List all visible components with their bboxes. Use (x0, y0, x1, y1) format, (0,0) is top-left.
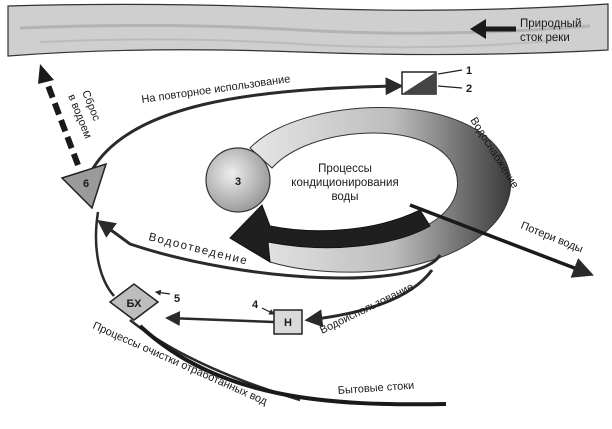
center-label-line2: кондиционирования (291, 177, 398, 189)
callout-5-leader (156, 292, 170, 294)
callout-2-leader (438, 86, 462, 88)
water-use-label: Водоиспользование (318, 281, 415, 337)
treatment-label: Процессы очистки отработанных вод (91, 320, 270, 408)
callout-1: 1 (466, 65, 472, 77)
intake-structure (402, 72, 436, 94)
callout-4: 4 (252, 299, 259, 311)
household-wastewater-label: Бытовые стоки (337, 380, 414, 397)
river-band (8, 4, 608, 56)
center-label-line1: Процессы (318, 163, 372, 175)
callout-5: 5 (174, 293, 180, 305)
h-to-bx-arrow (168, 318, 274, 322)
node-h-label: Н (284, 317, 292, 329)
river-label-line2: сток реки (520, 32, 570, 44)
node-bx-label: БХ (127, 298, 143, 310)
treatment-ring (250, 107, 511, 272)
callout-1-leader (438, 70, 462, 74)
discharge-arrow (38, 64, 78, 165)
river-label-line1: Природный (520, 18, 581, 30)
callout-2: 2 (466, 83, 472, 95)
center-label-line3: воды (331, 191, 358, 203)
node-3-label: 3 (235, 176, 241, 188)
callout-4-leader (262, 308, 274, 314)
node-6-label: 6 (83, 178, 89, 190)
